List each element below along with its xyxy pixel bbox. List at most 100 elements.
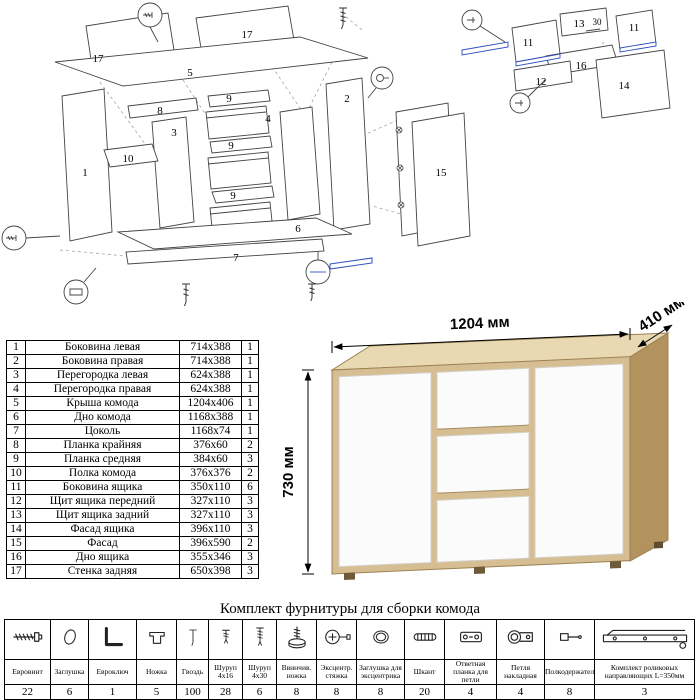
detail-labels: 13 11 11 16 12 14 30 (523, 17, 640, 92)
part-label: 16 (576, 60, 588, 72)
hardware-qty-row: 22 6 1 5 100 28 6 8 8 8 20 4 4 8 3 (4, 683, 695, 700)
right-door-panel (534, 363, 624, 559)
hardware-qty: 8 (544, 683, 595, 700)
part-number: 12 (6, 494, 26, 509)
hardware-name: Полкодержатель (544, 659, 595, 685)
hardware-qty: 8 (276, 683, 317, 700)
part-label: 11 (523, 37, 534, 49)
detail-rail-shape (619, 41, 657, 53)
right-side-shape (325, 77, 371, 231)
part-qty: 6 (241, 480, 259, 495)
top-panel-shape (54, 36, 369, 87)
hardware-kit-title: Комплект фурнитуры для сборки комода (219, 601, 480, 617)
cap-icon (63, 629, 76, 645)
part-number: 2 (6, 354, 26, 369)
part-name: Планка крайняя (25, 438, 180, 453)
screw-icon (467, 17, 475, 23)
plinth-shape (125, 238, 325, 265)
part-name: Щит ящика передний (25, 494, 180, 509)
cam-cap-icon (372, 630, 389, 644)
hardware-icon-cell (88, 619, 137, 660)
part-label: 5 (187, 67, 193, 79)
hardware-qty: 22 (4, 683, 51, 700)
dim-label-30: 30 (593, 17, 603, 27)
part-qty: 3 (241, 494, 259, 509)
part-number: 7 (6, 424, 26, 439)
part-qty: 2 (241, 466, 259, 481)
hardware-qty: 5 (136, 683, 177, 700)
part-label: 8 (157, 105, 163, 117)
part-name: Фасад (25, 536, 180, 551)
detail-rail-shape (515, 53, 561, 67)
drawer-box-2-shape (207, 151, 272, 190)
part-qty: 3 (241, 564, 259, 579)
part-label: 1 (82, 167, 88, 179)
height-dimension-label: 730 мм (280, 446, 297, 497)
part-qty: 3 (241, 452, 259, 467)
hardware-icon-cell (404, 619, 445, 660)
part-label: 11 (629, 22, 640, 34)
part-name: Фасад ящика (25, 522, 180, 537)
hardware-icon-cell (356, 619, 405, 660)
hardware-icon-cell (444, 619, 497, 660)
part-number: 9 (6, 452, 26, 467)
part-qty: 1 (241, 410, 259, 425)
hardware-name: Гвоздь (176, 659, 209, 685)
part-label: 9 (226, 93, 232, 105)
part-label: 14 (619, 80, 631, 92)
part-size: 1204x406 (179, 396, 242, 411)
part-name: Дно комода (25, 410, 180, 425)
partition-right-shape (279, 106, 321, 221)
mid-plank-1-shape (207, 89, 271, 108)
hardware-qty: 1 (88, 683, 137, 700)
bottom-panel-shape (116, 217, 353, 250)
drawer-back-shape (559, 7, 609, 37)
confirmat-icon (143, 12, 153, 18)
hinge-plate-icon (459, 631, 482, 643)
hardware-name: Заглушка для эксцентрика (356, 659, 405, 685)
hardware-name: Петля накладная (496, 659, 545, 685)
hardware-name: Комплект роликовых направляющих L=350мм (594, 659, 695, 685)
hardware-qty: 4 (496, 683, 545, 700)
hardware-icon-cell (276, 619, 317, 660)
part-size: 1168x388 (179, 410, 242, 425)
dimension-width (331, 328, 631, 353)
part-size: 624x388 (179, 382, 242, 397)
drawer-front-3 (436, 495, 530, 563)
dim-line (585, 28, 601, 32)
hardware-name: Ввинчив. ножка (276, 659, 317, 685)
part-qty: 3 (241, 508, 259, 523)
hardware-table: Евровинт Заглушка Евроключ Ножка Гвоздь … (4, 619, 695, 700)
part-size: 396x590 (179, 536, 242, 551)
hardware-names-row: Евровинт Заглушка Евроключ Ножка Гвоздь … (4, 659, 695, 685)
part-number: 14 (6, 522, 26, 537)
part-name: Дно ящика (25, 550, 180, 565)
part-qty: 1 (241, 382, 259, 397)
hardware-qty: 3 (594, 683, 695, 700)
assembly-diagram: 17 17 5 8 3 10 1 9 9 9 4 2 15 6 7 13 11 … (1, 2, 671, 307)
screw-icon (308, 283, 316, 302)
part-label: 2 (344, 93, 350, 105)
hardware-qty: 20 (404, 683, 445, 700)
part-size: 1168x74 (179, 424, 242, 439)
part-name: Боковина левая (25, 340, 180, 355)
part-qty: 3 (241, 522, 259, 537)
hardware-qty: 6 (50, 683, 89, 700)
part-number: 5 (6, 396, 26, 411)
hardware-name: Ответная планка для петли (444, 659, 497, 685)
part-size: 714x388 (179, 340, 242, 355)
part-label: 10 (123, 153, 135, 165)
part-number: 15 (6, 536, 26, 551)
shelf-shape (103, 143, 159, 168)
partition-left-shape (151, 116, 195, 229)
mid-plank-3-shape (211, 185, 275, 204)
hex-key-icon (104, 626, 123, 647)
